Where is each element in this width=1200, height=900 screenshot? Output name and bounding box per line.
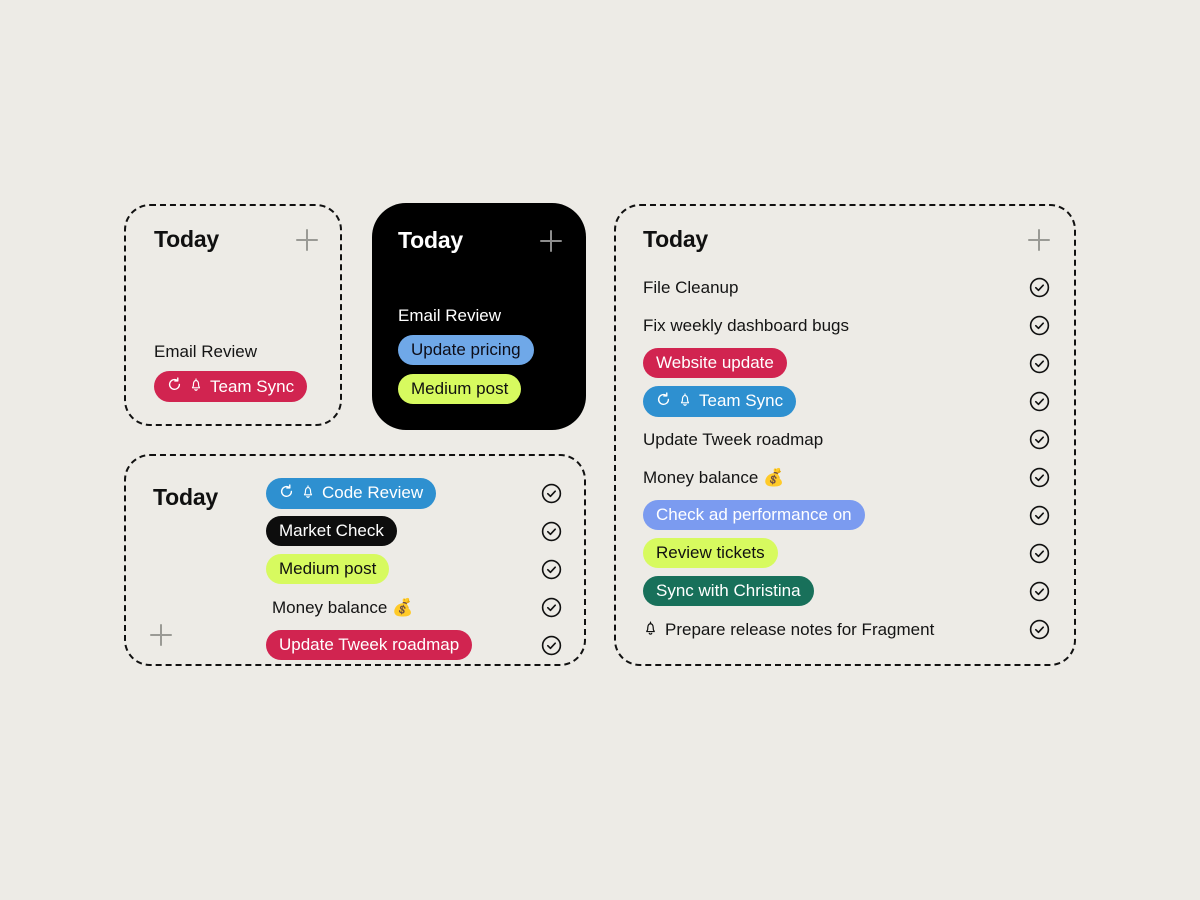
complete-checkbox-icon[interactable] bbox=[1029, 581, 1050, 602]
complete-checkbox-icon[interactable] bbox=[541, 483, 562, 504]
task-list: Code Review Market Check bbox=[266, 474, 562, 664]
task-label: Medium post bbox=[279, 559, 377, 578]
task-list: Email Review Update pricing Medium post bbox=[398, 307, 566, 404]
task-label: Review tickets bbox=[656, 543, 765, 562]
list-item[interactable]: Code Review bbox=[266, 474, 562, 512]
bell-icon bbox=[643, 620, 658, 639]
task-label: Code Review bbox=[322, 483, 424, 502]
complete-checkbox-icon[interactable] bbox=[1029, 619, 1050, 640]
list-item[interactable]: Update Tweek roadmap bbox=[266, 626, 562, 664]
list-item[interactable]: Money balance 💰 bbox=[643, 458, 1050, 496]
list-item[interactable]: Money balance 💰 bbox=[266, 588, 562, 626]
task-pill[interactable]: Team Sync bbox=[154, 371, 308, 402]
task-label: Money balance 💰 bbox=[272, 597, 414, 617]
page-title: Today bbox=[153, 484, 219, 510]
complete-checkbox-icon[interactable] bbox=[1029, 315, 1050, 336]
task-row-with-reminder: Prepare release notes for Fragment bbox=[643, 620, 934, 639]
bell-icon bbox=[189, 377, 203, 395]
complete-checkbox-icon[interactable] bbox=[541, 521, 562, 542]
add-task-button[interactable] bbox=[1028, 228, 1050, 251]
repeat-icon bbox=[279, 483, 294, 502]
list-item[interactable]: File Cleanup bbox=[643, 268, 1050, 306]
complete-checkbox-icon[interactable] bbox=[1029, 277, 1050, 298]
task-list: Email Review bbox=[154, 343, 318, 402]
card-header: Today bbox=[154, 228, 318, 251]
list-item[interactable]: Team Sync bbox=[643, 382, 1050, 420]
task-pill[interactable]: Code Review bbox=[266, 477, 437, 509]
list-item[interactable]: Medium post bbox=[266, 550, 562, 588]
task-label: Check ad performance on bbox=[656, 505, 852, 524]
list-item[interactable]: Sync with Christina bbox=[643, 572, 1050, 610]
complete-checkbox-icon[interactable] bbox=[541, 559, 562, 580]
task-pill[interactable]: Update pricing bbox=[398, 335, 534, 365]
task-label: Market Check bbox=[279, 521, 384, 540]
bell-icon bbox=[301, 484, 315, 502]
list-item[interactable]: Update pricing bbox=[398, 335, 566, 365]
card-today-full: Today File Cleanup Fix weekly dashboard … bbox=[614, 204, 1076, 666]
task-label: Update Tweek roadmap bbox=[643, 429, 824, 449]
list-item[interactable]: Market Check bbox=[266, 512, 562, 550]
complete-checkbox-icon[interactable] bbox=[1029, 467, 1050, 488]
card-header: Today bbox=[398, 229, 562, 252]
page-title: Today bbox=[398, 227, 464, 253]
list-item[interactable]: Email Review bbox=[398, 307, 566, 326]
list-item[interactable]: Email Review bbox=[154, 343, 318, 362]
repeat-icon bbox=[656, 391, 671, 410]
task-label: Update Tweek roadmap bbox=[279, 635, 460, 654]
card-today-list: Today bbox=[124, 454, 586, 666]
task-label: Team Sync bbox=[699, 391, 784, 410]
task-label: Update pricing bbox=[411, 340, 521, 359]
card-today-dark: Today Email Review Update pricing Medium… bbox=[372, 203, 586, 430]
complete-checkbox-icon[interactable] bbox=[541, 635, 562, 656]
repeat-icon bbox=[167, 377, 182, 395]
complete-checkbox-icon[interactable] bbox=[1029, 429, 1050, 450]
list-item[interactable]: Fix weekly dashboard bugs bbox=[643, 306, 1050, 344]
list-item[interactable]: Review tickets bbox=[643, 534, 1050, 572]
task-label: Medium post bbox=[411, 379, 509, 398]
complete-checkbox-icon[interactable] bbox=[1029, 543, 1050, 564]
task-pill[interactable]: Team Sync bbox=[643, 385, 797, 417]
task-label: Email Review bbox=[154, 342, 257, 361]
page-title: Today bbox=[154, 226, 220, 252]
list-item[interactable]: Medium post bbox=[398, 374, 566, 404]
task-pill[interactable]: Update Tweek roadmap bbox=[266, 630, 473, 660]
complete-checkbox-icon[interactable] bbox=[541, 597, 562, 618]
task-pill[interactable]: Medium post bbox=[398, 374, 522, 404]
task-label: Website update bbox=[656, 353, 774, 372]
complete-checkbox-icon[interactable] bbox=[1029, 391, 1050, 412]
task-pill[interactable]: Medium post bbox=[266, 554, 390, 584]
task-pill[interactable]: Sync with Christina bbox=[643, 576, 814, 606]
list-item[interactable]: Team Sync bbox=[154, 371, 318, 402]
task-pill[interactable]: Website update bbox=[643, 348, 787, 378]
complete-checkbox-icon[interactable] bbox=[1029, 505, 1050, 526]
task-label: File Cleanup bbox=[643, 277, 739, 297]
bell-icon bbox=[678, 392, 692, 410]
task-pill[interactable]: Review tickets bbox=[643, 538, 778, 568]
task-label: Email Review bbox=[398, 306, 501, 325]
list-item[interactable]: Prepare release notes for Fragment bbox=[643, 610, 1050, 648]
complete-checkbox-icon[interactable] bbox=[1029, 353, 1050, 374]
add-task-button[interactable] bbox=[150, 624, 172, 646]
task-pill[interactable]: Market Check bbox=[266, 516, 397, 546]
add-task-button[interactable] bbox=[296, 228, 318, 251]
task-label: Prepare release notes for Fragment bbox=[665, 619, 935, 639]
card-today-compact: Today Email Review bbox=[124, 204, 342, 426]
task-list: File Cleanup Fix weekly dashboard bugs bbox=[643, 268, 1050, 648]
task-label: Team Sync bbox=[210, 376, 295, 396]
task-label: Money balance 💰 bbox=[643, 467, 785, 487]
task-label: Sync with Christina bbox=[656, 581, 801, 600]
page-title: Today bbox=[643, 226, 709, 252]
list-item[interactable]: Update Tweek roadmap bbox=[643, 420, 1050, 458]
add-task-button[interactable] bbox=[540, 229, 562, 252]
card-header: Today bbox=[643, 228, 1050, 251]
task-pill[interactable]: Check ad performance on bbox=[643, 500, 865, 530]
list-item[interactable]: Website update bbox=[643, 344, 1050, 382]
list-item[interactable]: Check ad performance on bbox=[643, 496, 1050, 534]
task-label: Fix weekly dashboard bugs bbox=[643, 315, 850, 335]
